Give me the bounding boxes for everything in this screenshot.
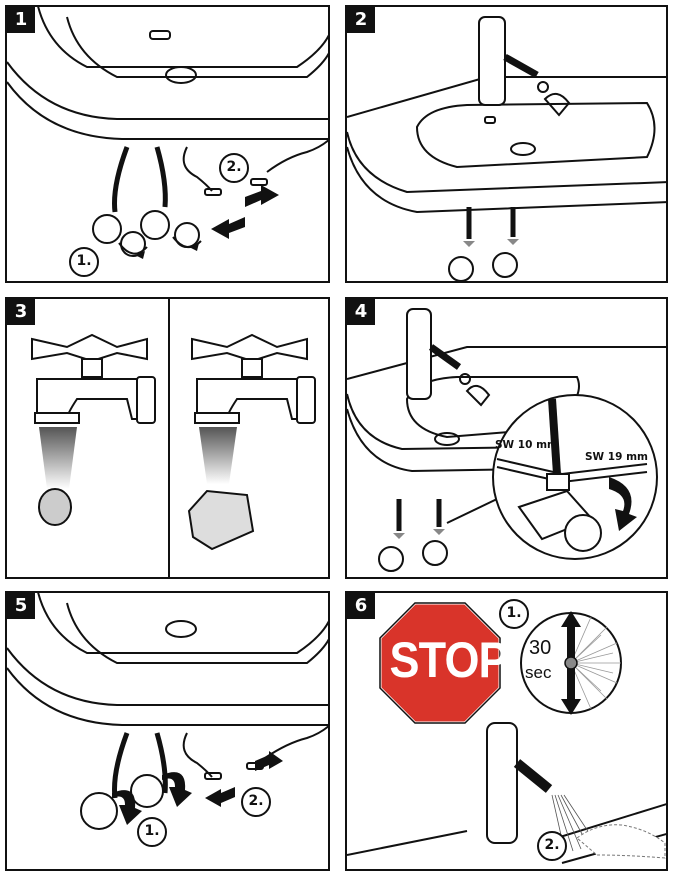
panel-number: 4	[347, 299, 375, 325]
wrench-label-19: SW 19 mm	[585, 451, 648, 463]
valve-tightening-illustration	[347, 308, 666, 572]
timer-unit: sec	[525, 663, 552, 682]
panel-5: 5 1. 2.	[5, 591, 330, 871]
arrow-right	[205, 787, 235, 807]
drain	[165, 66, 197, 84]
sink-faucet-illustration	[347, 16, 666, 281]
faucet-body	[486, 722, 518, 844]
hose-left	[112, 146, 130, 213]
step-label: 1.	[69, 247, 99, 277]
panel-2: 2	[345, 5, 668, 283]
arrow-left	[255, 751, 283, 771]
arrow-left	[211, 217, 245, 239]
flush-illustration	[347, 601, 666, 864]
sink-rim	[347, 76, 666, 118]
turn-arrow	[609, 477, 637, 531]
panel-3: 3	[5, 297, 330, 579]
valves-open-illustration	[7, 593, 328, 830]
hand	[576, 824, 666, 859]
sensor-cable	[182, 146, 213, 192]
panel-number: 2	[347, 7, 375, 33]
sink-basin-outline	[37, 7, 328, 68]
step-label: 2.	[241, 787, 271, 817]
panel-1: 1 1. 2.	[5, 5, 330, 283]
panel-number: 5	[7, 593, 35, 619]
step-label: 2.	[219, 153, 249, 183]
tap-right	[191, 333, 316, 424]
faucet-body	[478, 16, 506, 106]
timer-value: 30	[529, 637, 552, 659]
step-label: 1.	[499, 599, 529, 629]
stop-sign-label: STOP	[389, 632, 509, 688]
timer-dial	[520, 611, 622, 715]
zoom-circle	[492, 394, 658, 560]
panel-4: 4	[345, 297, 668, 579]
faucet-body	[406, 308, 432, 400]
aerator-nut	[537, 81, 549, 93]
hose-right	[154, 146, 168, 208]
panel-number: 6	[347, 593, 375, 619]
panel-number: 3	[7, 299, 35, 325]
step-label: 1.	[137, 817, 167, 847]
sink-underside-illustration	[7, 7, 328, 259]
panel-6: 6	[345, 591, 668, 871]
drain	[165, 620, 197, 638]
tap-left	[31, 333, 156, 424]
panel-number: 1	[7, 7, 35, 33]
aerator-cleaning-illustration	[31, 299, 316, 577]
overflow-slot	[149, 30, 171, 40]
drain	[510, 142, 536, 156]
mesh-screen	[38, 488, 72, 526]
arrow-right	[245, 185, 279, 207]
wrench-label-10: SW 10 mm	[495, 439, 558, 451]
aerator-insert	[187, 489, 255, 551]
aerator	[543, 92, 571, 117]
step-label: 2.	[537, 831, 567, 861]
